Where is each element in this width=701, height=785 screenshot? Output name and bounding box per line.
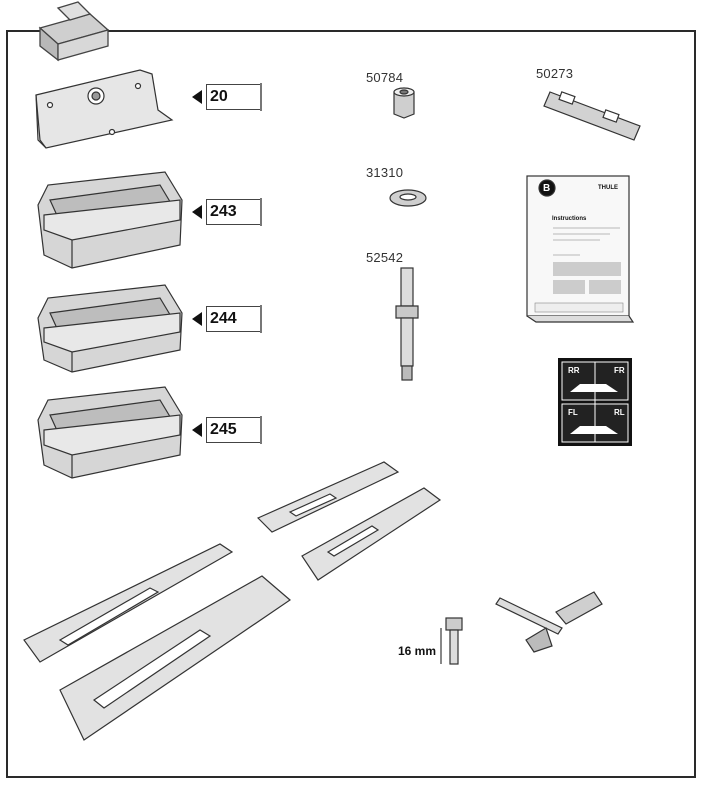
booklet-brand: THULE [598,185,618,191]
screw-length-label: 16 mm [398,644,437,658]
tag-label: 20 [206,84,260,110]
part-number-bolt: 52542 [366,250,404,265]
bracket-plate-20 [35,69,174,149]
part-number-washer: 31310 [366,165,404,180]
booklet-heading: Instructions [552,216,587,222]
tag-label: 245 [206,417,260,443]
part-tag-245: 245 [192,416,262,444]
part-tag-244: 244 [192,305,262,333]
foot-pad-244 [37,284,183,373]
foot-pad-243 [37,171,183,269]
t-key-tool [495,591,603,653]
tag-label: 244 [206,306,260,332]
part-number-wrench: 50273 [536,66,574,81]
tag-label: 243 [206,199,260,225]
bolt-part [395,267,419,381]
flat-wrench-part [543,91,641,141]
sticker-fr: FR [614,366,625,375]
instruction-booklet [526,175,635,323]
sticker-fl: FL [568,408,578,417]
sticker-rl: RL [614,408,625,417]
nut-part [393,87,415,119]
pointer-arrow-icon [192,423,202,437]
part-number-nut: 50784 [366,70,404,85]
package-icon [38,1,110,62]
part-tag-243: 243 [192,198,262,226]
position-sticker [558,358,632,446]
rubber-plate-long-bottom [59,575,291,741]
pointer-arrow-icon [192,205,202,219]
diagram-frame [6,30,696,778]
washer-part [389,189,427,207]
screw-part [440,617,463,665]
sticker-rr: RR [568,366,580,375]
pointer-arrow-icon [192,312,202,326]
foot-pad-245 [37,386,183,479]
rubber-plate-short-bottom [301,487,442,581]
rubber-plate-short-top [256,461,400,533]
pointer-arrow-icon [192,90,202,104]
booklet-badge: B [543,183,551,194]
rubber-plate-long-top [23,543,234,663]
part-tag-20: 20 [192,83,262,111]
